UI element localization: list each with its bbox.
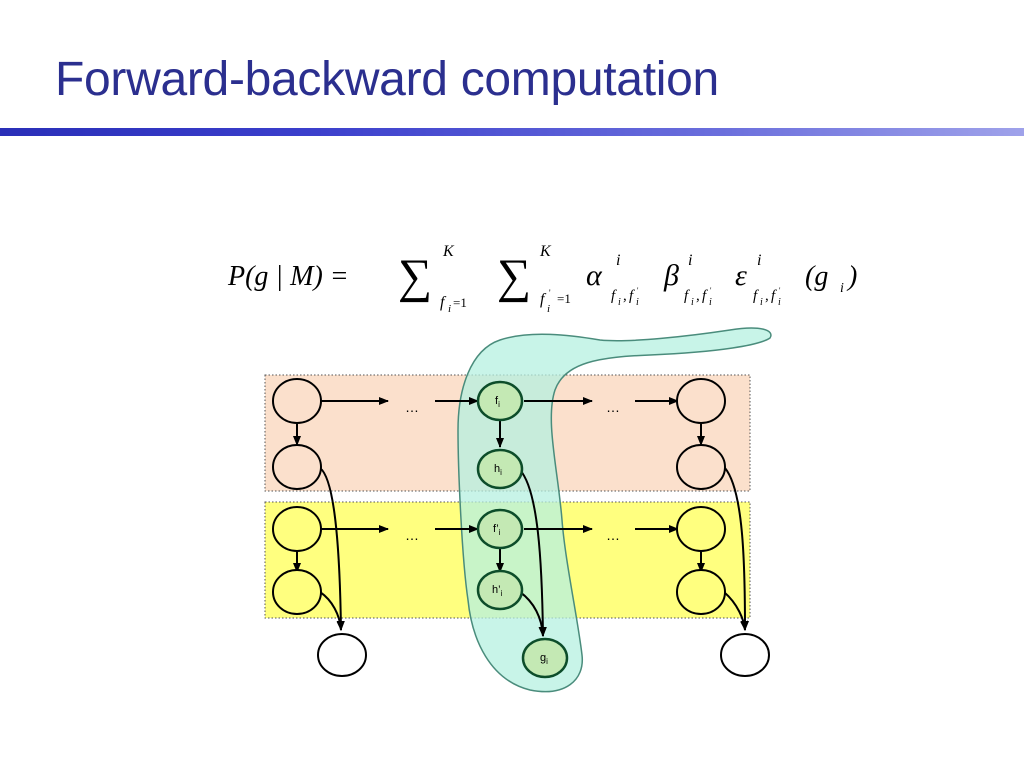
sum1-upper: K	[442, 243, 455, 260]
node-left-fprime	[272, 506, 322, 552]
epsilon-subscript: f	[753, 288, 759, 304]
alpha-subscript-i: i	[618, 297, 621, 308]
edges	[293, 397, 749, 637]
title-divider	[0, 128, 1024, 136]
ellipsis-bottom-right: …	[606, 527, 620, 543]
label-hi: hi	[494, 463, 502, 477]
label-gi: gi	[540, 652, 548, 666]
ellipsis-top-right: …	[606, 399, 620, 415]
formula-tail-sub: i	[840, 281, 844, 296]
epsilon-subscript-i: i	[760, 297, 763, 308]
epsilon-subscript-f2: f	[771, 288, 777, 304]
sum2-lower-prime: '	[549, 288, 551, 298]
epsilon-subscript-comma: ,	[765, 288, 769, 304]
beta-subscript-f2: f	[702, 288, 708, 304]
alpha-subscript-i2: i	[636, 297, 639, 308]
alpha-subscript-f2: f	[629, 288, 635, 304]
beta-symbol: β	[663, 259, 679, 292]
sum2-lower: f	[540, 291, 547, 308]
node-fprime-i	[476, 508, 524, 550]
beta-subscript-prime: '	[710, 286, 712, 295]
alpha-subscript-prime: '	[637, 286, 639, 295]
sum1-lower-sub: i	[448, 303, 451, 315]
beta-subscript: f	[684, 288, 690, 304]
alpha-superscript: i	[616, 252, 620, 269]
hmm-diagram: … … … … fi hi f’i h’i gi	[264, 327, 772, 693]
node-left-hprime	[272, 569, 322, 615]
node-hi	[476, 448, 524, 490]
beta-subscript-comma: ,	[696, 288, 700, 304]
node-hprime-i	[476, 569, 524, 611]
node-right-h	[676, 444, 726, 490]
sum2-upper: K	[539, 243, 552, 260]
node-left-f	[272, 378, 322, 424]
sum1-sigma: ∑	[398, 250, 432, 303]
epsilon-subscript-prime: '	[779, 286, 781, 295]
sum1-lower: f	[440, 294, 447, 311]
label-hprime-i: h’i	[492, 584, 503, 598]
node-left-g	[317, 633, 367, 677]
formula-tail-close: )	[846, 261, 857, 292]
epsilon-symbol: ε	[735, 259, 747, 292]
label-fi: fi	[495, 395, 500, 409]
alpha-symbol: α	[586, 259, 603, 292]
sum2-lower-sub: i	[547, 303, 550, 315]
node-right-hprime	[676, 569, 726, 615]
ellipsis-top-left: …	[405, 399, 419, 415]
node-right-fprime	[676, 506, 726, 552]
sum1-lower-eq: =1	[453, 295, 467, 310]
nodes	[272, 378, 770, 679]
sum2-sigma: ∑	[497, 250, 531, 303]
alpha-subscript-comma: ,	[623, 288, 627, 304]
highlight-region	[457, 327, 772, 693]
sum2-lower-eq: =1	[557, 291, 571, 306]
alpha-subscript: f	[611, 288, 617, 304]
ellipsis-bottom-left: …	[405, 527, 419, 543]
node-gi	[521, 637, 569, 679]
slide-title: Forward-backward computation	[55, 53, 719, 106]
formula-lhs: P(g | M) =	[227, 261, 349, 292]
epsilon-superscript: i	[757, 252, 761, 269]
formula: P(g | M) = ∑ K f i =1 ∑ K f ' i =1 α i f…	[227, 243, 857, 315]
beta-subscript-i: i	[691, 297, 694, 308]
node-right-g	[720, 633, 770, 677]
beta-subscript-i2: i	[709, 297, 712, 308]
beta-superscript: i	[688, 252, 692, 269]
node-left-h	[272, 444, 322, 490]
label-fprime-i: f’i	[493, 523, 501, 537]
epsilon-subscript-i2: i	[778, 297, 781, 308]
node-fi	[476, 380, 524, 422]
node-right-f	[676, 378, 726, 424]
formula-tail: (g	[805, 261, 828, 292]
